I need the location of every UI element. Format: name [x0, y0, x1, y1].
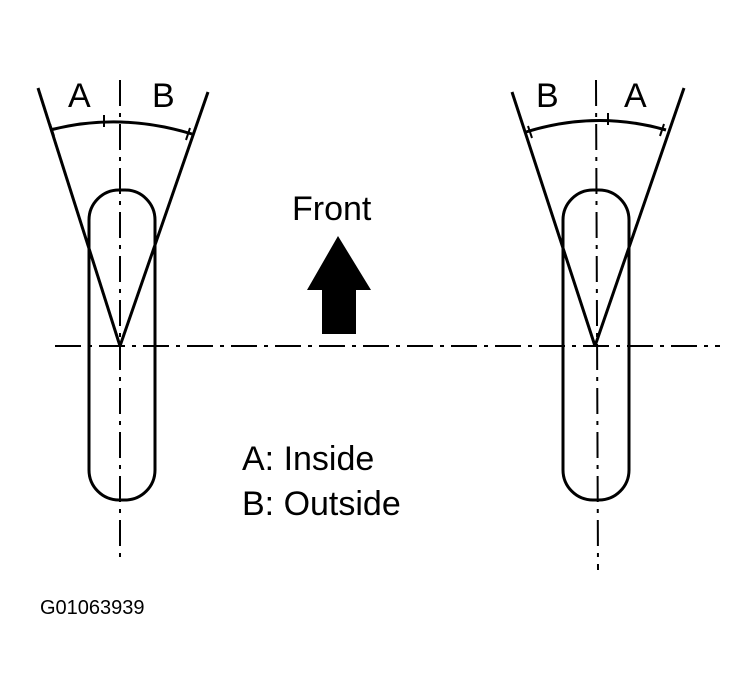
left-tire	[87, 188, 157, 502]
left-wheel-group: A B	[36, 77, 210, 560]
right-label-a: A	[624, 77, 647, 115]
left-arc-tick-b	[185, 127, 191, 141]
right-arc-tick-b	[527, 125, 533, 139]
front-label: Front	[292, 190, 372, 228]
right-arc-tick-a	[659, 123, 665, 137]
left-angle-line-b	[118, 91, 210, 347]
up-arrow-icon	[307, 236, 371, 334]
right-label-b: B	[536, 77, 559, 115]
left-label-a: A	[68, 77, 91, 115]
left-angle-arc	[49, 120, 193, 136]
left-arc-tick-a	[49, 123, 55, 137]
figure-code: G01063939	[40, 597, 145, 619]
left-label-b: B	[152, 77, 175, 115]
legend-line-b: B: Outside	[242, 485, 401, 523]
right-wheel-group: B A	[510, 77, 686, 571]
legend-line-a: A: Inside	[242, 440, 374, 478]
right-angle-line-b	[510, 91, 597, 347]
right-angle-line-a	[593, 87, 686, 347]
right-angle-arc	[525, 118, 667, 134]
right-wheel-centerline	[595, 79, 599, 571]
right-tire	[561, 188, 631, 502]
